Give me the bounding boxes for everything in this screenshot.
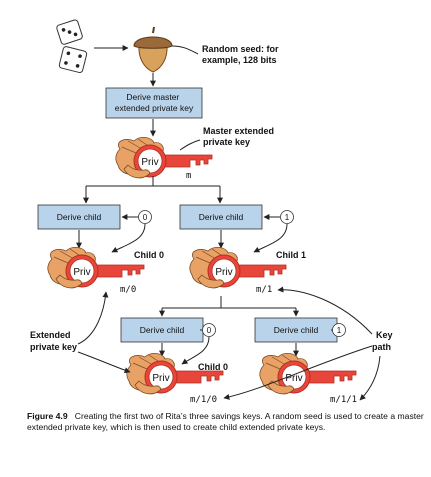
derive-child-label: Derive child <box>199 212 244 222</box>
key-priv-m0: Priv <box>73 267 90 278</box>
figure-number: Figure 4.9 <box>27 411 68 421</box>
master-path: m <box>186 171 191 181</box>
random-seed-line1: Random seed: for <box>202 44 279 54</box>
key-path-line2: path <box>372 342 391 352</box>
derive-child-box-l2-right: Derive child <box>254 317 338 343</box>
hand-key-icon <box>126 352 224 395</box>
extended-private-key-label: Extended private key <box>30 330 77 352</box>
hand-key-icon <box>259 352 357 395</box>
derive-child-box-l2-left: Derive child <box>120 317 204 343</box>
index-l1-right: 1 <box>285 213 290 222</box>
master-priv-label: Priv <box>141 157 158 168</box>
derive-child-label: Derive child <box>274 325 319 335</box>
key-priv-m10: Priv <box>152 373 169 384</box>
hand-key-icon <box>47 246 145 289</box>
child1-l1-label: Child 1 <box>276 250 306 260</box>
master-key-label: Master extended private key <box>203 126 277 147</box>
figure-caption-text: Creating the first two of Rita’s three s… <box>27 411 424 432</box>
derive-child-label: Derive child <box>140 325 185 335</box>
derive-master-line1: Derive master <box>126 92 179 102</box>
key-path-m10: m/1/0 <box>190 395 217 405</box>
derive-child-box-l1-right: Derive child <box>179 204 263 230</box>
index-badge-l2-left <box>202 323 216 337</box>
hand-key-icon <box>115 136 213 179</box>
child0-l1-label: Child 0 <box>134 250 164 260</box>
dice-icon <box>56 19 88 74</box>
key-path-m0: m/0 <box>120 285 136 295</box>
svg-text:Derive master extended p: Derive master extended private key <box>115 92 194 113</box>
derive-master-line2: extended private key <box>115 103 194 113</box>
derive-child-label: Derive child <box>57 212 102 222</box>
derive-child-box-l1-left: Derive child <box>37 204 121 230</box>
figure-caption: Figure 4.9 Creating the first two of Rit… <box>27 411 425 433</box>
extended-line1: Extended <box>30 330 71 340</box>
master-key-line2: private key <box>203 137 250 147</box>
index-badge-l2-right <box>332 323 346 337</box>
key-priv-m11: Priv <box>285 373 302 384</box>
random-seed-line2: example, 128 bits <box>202 55 277 65</box>
index-l1-left: 0 <box>143 213 148 222</box>
index-badge-l1-right <box>280 210 294 224</box>
random-seed-label: Random seed: for example, 128 bits <box>202 44 281 65</box>
acorn-icon <box>133 26 173 73</box>
key-priv-m1: Priv <box>215 267 232 278</box>
key-path-m11: m/1/1 <box>330 395 357 405</box>
child0-l2-label: Child 0 <box>198 362 228 372</box>
key-path-line1: Key <box>376 330 393 340</box>
index-l2-right: 1 <box>337 326 342 335</box>
extended-line2: private key <box>30 342 77 352</box>
key-path-label: Key path <box>372 330 395 352</box>
index-l2-left: 0 <box>207 326 212 335</box>
key-path-m1: m/1 <box>256 285 272 295</box>
hand-key-icon <box>189 246 287 289</box>
derive-master-box: Derive master extended private key <box>105 87 203 119</box>
index-badge-l1-left <box>138 210 152 224</box>
master-key-line1: Master extended <box>203 126 274 136</box>
